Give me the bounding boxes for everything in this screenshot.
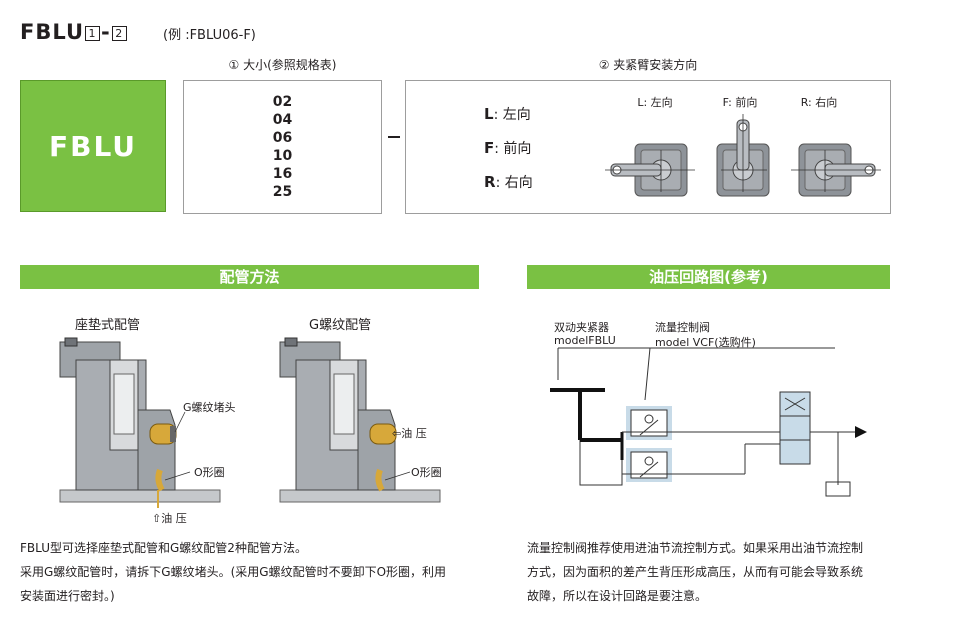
- g-thread-plug-label: G螺纹堵头: [183, 401, 236, 414]
- clamp-label-2: modelFBLU: [554, 334, 616, 347]
- product-badge: FBLU: [20, 80, 166, 212]
- circuit-description: 流量控制阀推荐使用进油节流控制方式。如果采用出油节流控制 方式，因为面积的差产生…: [527, 536, 897, 608]
- g-thread-piping-diagram: [279, 337, 441, 503]
- circuit-section-bar: 油压回路图(参考): [527, 265, 890, 289]
- piping-diagrams: [59, 337, 441, 508]
- code-box-1: 1: [85, 26, 101, 41]
- text-line: FBLU型可选择座垫式配管和G螺纹配管2种配管方法。: [20, 541, 307, 555]
- valve-label-2: model VCF(选购件): [655, 336, 756, 349]
- direction-label: ② 夹紧臂安装方向: [598, 58, 698, 72]
- direction-option-front: F: 前向: [484, 139, 532, 157]
- piping-right-title: G螺纹配管: [309, 318, 372, 333]
- oil-pressure-right-label: ⇦油 压: [392, 427, 427, 440]
- size-list: 02 04 06 10 16 25: [184, 93, 381, 201]
- hydraulic-circuit-diagram: [550, 347, 867, 497]
- clamp-label-1: 双动夹紧器: [554, 321, 609, 334]
- size-item: 06: [272, 130, 293, 146]
- clamp-right-diagram: [791, 143, 881, 197]
- piping-section-bar: 配管方法: [20, 265, 479, 289]
- oring-label-left: O形圈: [194, 466, 225, 479]
- code-dash: -: [101, 20, 111, 44]
- size-label: ① 大小(参照规格表): [228, 58, 337, 72]
- piping-left-title: 座垫式配管: [75, 318, 141, 333]
- oring-label-right: O形圈: [411, 466, 442, 479]
- size-item: 16: [272, 166, 293, 182]
- direction-diagrams: [605, 114, 881, 197]
- model-example: (例 :FBLU06-F): [163, 28, 256, 43]
- size-item: 04: [272, 112, 293, 128]
- direction-option-right: R: 右向: [484, 173, 533, 191]
- size-item: 10: [272, 148, 293, 164]
- valve-label-1: 流量控制阀: [655, 321, 710, 334]
- clamp-front-diagram: [716, 114, 770, 197]
- code-box-2: 2: [111, 26, 127, 41]
- model-code-prefix: FBLU: [20, 20, 85, 44]
- separator-dash: [388, 136, 400, 138]
- text-line: 故障，所以在设计回路是要注意。: [527, 589, 708, 603]
- direction-box: [405, 80, 891, 214]
- clamp-left-diagram: [605, 143, 695, 197]
- text-line: 方式，因为面积的差产生背压形成高压，从而有可能会导致系统: [527, 565, 864, 579]
- size-item: 25: [272, 184, 293, 200]
- text-line: 流量控制阀推荐使用进油节流控制方式。如果采用出油节流控制: [527, 541, 864, 555]
- size-item: 02: [272, 94, 293, 110]
- direction-option-left: L: 左向: [484, 105, 531, 123]
- diagram-label-left: L: 左向: [637, 96, 673, 109]
- diagram-label-front: F: 前向: [722, 96, 758, 109]
- oil-pressure-bottom-label: ⇧油 压: [152, 512, 187, 525]
- text-line: 采用G螺纹配管时，请拆下G螺纹堵头。(采用G螺纹配管时不要卸下O形圈，利用: [20, 565, 447, 579]
- piping-description: FBLU型可选择座垫式配管和G螺纹配管2种配管方法。 采用G螺纹配管时，请拆下G…: [20, 536, 490, 608]
- seat-piping-diagram: [59, 337, 221, 508]
- diagram-label-right: R: 右向: [800, 96, 838, 109]
- size-box: 02 04 06 10 16 25: [183, 80, 382, 214]
- text-line: 安装面进行密封。): [20, 589, 115, 603]
